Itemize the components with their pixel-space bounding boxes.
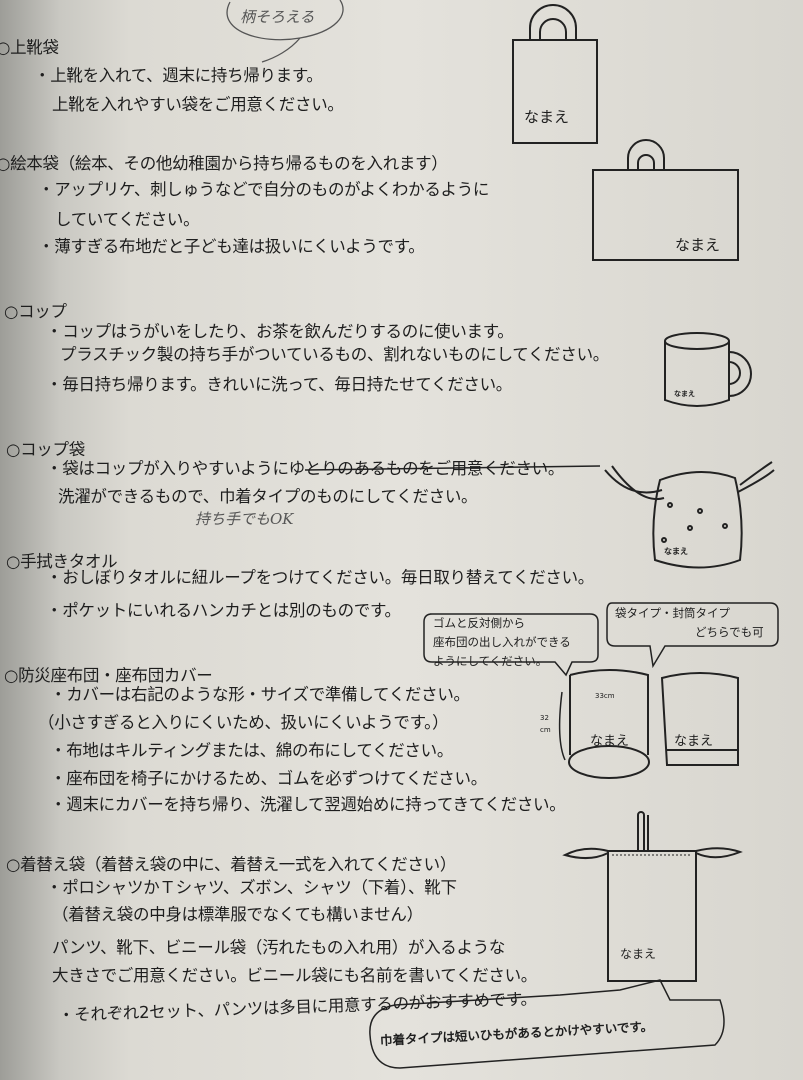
name-label: なまえ [590, 734, 630, 749]
section-line: プラスチック製の持ち手がついているもの、割れないものにしてください。 [60, 345, 609, 364]
cup-drawing [664, 332, 752, 407]
section-line: ・ポロシャツかＴシャツ、ズボン、シャツ（下着）、靴下 [46, 878, 457, 897]
section-title: ○絵本袋（絵本、その他幼稚園から持ち帰るものを入れます） [0, 154, 448, 173]
section-line: ・毎日持ち帰ります。きれいに洗って、毎日持たせてください。 [46, 375, 513, 394]
cushion-cover-drawing [558, 669, 739, 779]
name-label: なまえ [620, 947, 657, 961]
handwritten-note: 持ち手でもOK [195, 510, 294, 528]
bubble-line: 座布団の出し入れができる [433, 635, 571, 649]
section-line: ・アップリケ、刺しゅうなどで自分のものがよくわかるように [38, 180, 490, 199]
section-title: ○上靴袋 [0, 38, 59, 57]
shoe-bag-drawing [512, 4, 598, 144]
section-line: ・カバーは右記のような形・サイズで準備してください。 [50, 685, 470, 704]
name-label: なまえ [674, 734, 714, 749]
book-bag-drawing [592, 139, 739, 261]
section-line: ・ポケットにいれるハンカチとは別のものです。 [46, 601, 401, 620]
section-title: ○コップ [4, 302, 67, 321]
section-line: 大きさでご用意ください。ビニール袋にも名前を書いてください。 [52, 966, 538, 985]
height-value: 32 [540, 714, 549, 722]
bubble-line: どちらでも可 [695, 625, 764, 639]
section-title: ○防災座布団・座布団カバー [4, 666, 213, 685]
section-title: ○手拭きタオル [6, 552, 118, 571]
section-line: ・布地はキルティングまたは、綿の布にしてください。 [50, 741, 454, 760]
section-line: していてください。 [55, 210, 200, 229]
width-label: 33cm [595, 692, 615, 700]
clothes-bag-drawing [562, 811, 743, 982]
bubble-line: ゴムと反対側から [433, 616, 525, 630]
name-label: なまえ [524, 108, 570, 126]
name-label: なまえ [664, 547, 688, 556]
section-line: パンツ、靴下、ビニール袋（汚れたもの入れ用）が入るような [52, 938, 506, 957]
section-line: ・週末にカバーを持ち帰り、洗濯して翌週始めに持ってきてください。 [50, 795, 566, 814]
bubble-line: ようにしてください。 [433, 654, 548, 668]
cup-bag-drawing [604, 461, 775, 569]
section-line: ・座布団を椅子にかけるため、ゴムを必ずつけてください。 [50, 769, 487, 788]
name-label: なまえ [674, 390, 695, 398]
section-line: 洗濯ができるもので、巾着タイプのものにしてください。 [58, 487, 478, 506]
height-label: 32 cm [540, 712, 551, 736]
section-line: ・コップはうがいをしたり、お茶を飲んだりするのに使います。 [46, 322, 514, 341]
section-line: ・薄すぎる布地だと子ども達は扱いにくいようです。 [38, 237, 425, 256]
name-label: なまえ [675, 236, 721, 254]
section-line: ・袋はコップが入りやすいようにゆとりのあるものをご用意ください。 [46, 459, 565, 478]
section-line: ・おしぼりタオルに紐ループをつけてください。毎日取り替えてください。 [46, 568, 594, 587]
section-line: （着替え袋の中身は標準服でなくても構いません） [52, 905, 423, 924]
cushion-bubble-right: 袋タイプ・封筒タイプ どちらでも可 [615, 604, 764, 642]
section-line: ・上靴を入れて、週末に持ち帰ります。 [34, 66, 323, 85]
bubble-line: 袋タイプ・封筒タイプ [615, 606, 730, 620]
handwritten-note: 柄そろえる [240, 8, 315, 26]
section-title: ○コップ袋 [6, 440, 85, 459]
section-line: （小さすぎると入りにくいため、扱いにくいようです。） [38, 713, 449, 732]
height-unit: cm [540, 726, 551, 734]
section-line: 上靴を入れやすい袋をご用意ください。 [52, 95, 344, 114]
cushion-bubble-left: ゴムと反対側から 座布団の出し入れができる ようにしてください。 [433, 614, 571, 671]
section-title: ○着替え袋（着替え袋の中に、着替え一式を入れてください） [6, 855, 457, 874]
